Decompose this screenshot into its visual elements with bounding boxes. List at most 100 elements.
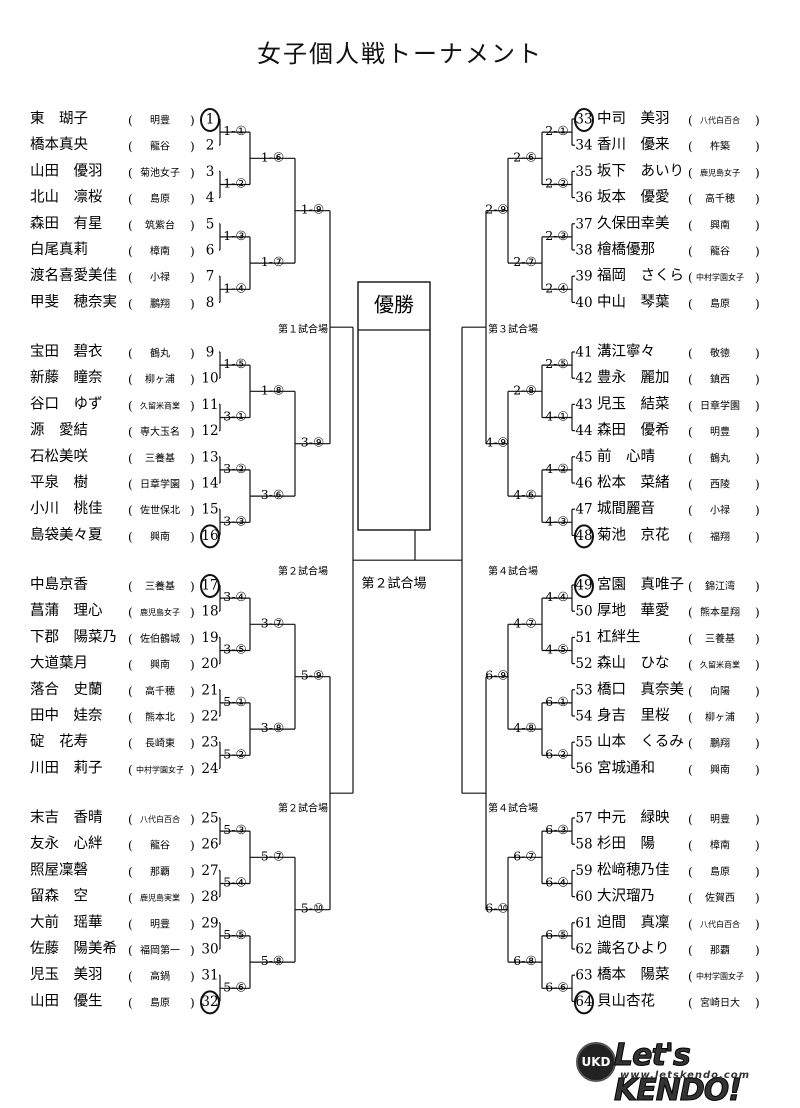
team-name: 熊本星翔 — [700, 606, 740, 619]
seed-number: 51 — [575, 630, 592, 646]
team-name: 龍谷 — [150, 140, 170, 153]
match-label-r1: 4-④ — [545, 589, 568, 604]
match-label-r3: 2-⑨ — [485, 202, 508, 217]
team-name: 宮崎日大 — [700, 996, 740, 1009]
paren-close: ) — [755, 245, 760, 259]
player-name: 橋本真央 — [30, 135, 88, 153]
seed-number: 35 — [575, 164, 592, 180]
seed-number: 1 — [206, 112, 215, 128]
player-name: 下郡 陽菜乃 — [30, 628, 117, 645]
logo-url: www.letskendo.com — [620, 1070, 751, 1081]
player-name: 落合 史蘭 — [30, 681, 103, 698]
match-label-r1: 2-④ — [545, 280, 568, 295]
player-name: 谷口 ゆず — [30, 395, 103, 412]
seed-number: 27 — [201, 863, 218, 879]
paren-open: ( — [688, 813, 693, 827]
match-label-r1: 1-⑤ — [223, 356, 246, 371]
player-name: 佐藤 陽美希 — [30, 940, 117, 957]
paren-close: ) — [190, 763, 195, 777]
player-name: 山本 くるみ — [597, 733, 684, 750]
paren-open: ( — [128, 606, 133, 620]
seed-number: 16 — [201, 528, 218, 544]
paren-open: ( — [688, 271, 693, 285]
paren-open: ( — [128, 478, 133, 492]
seed-number: 33 — [575, 112, 592, 128]
team-name: 佐賀西 — [705, 892, 735, 904]
player-name: 迫間 真凜 — [597, 913, 670, 931]
team-name: 樟南 — [150, 245, 170, 258]
seed-number: 21 — [201, 682, 218, 698]
paren-open: ( — [688, 839, 693, 853]
team-name: 日章学園 — [700, 399, 740, 412]
team-name: 明豊 — [710, 425, 730, 438]
paren-close: ) — [190, 891, 195, 905]
player-name: 身吉 里桜 — [597, 707, 670, 724]
match-label-r3: 3-⑨ — [301, 435, 324, 450]
match-label-r3: 4-⑨ — [485, 435, 508, 450]
paren-close: ) — [755, 373, 760, 387]
paren-open: ( — [128, 347, 133, 361]
player-name: 菖蒲 理心 — [30, 602, 103, 619]
match-label-r2: 1-⑥ — [261, 149, 284, 164]
match-label-r3: 6-⑩ — [485, 901, 508, 916]
seed-number: 49 — [575, 578, 592, 594]
team-name: 中村学園女子 — [696, 971, 744, 981]
match-label-r2: 4-⑦ — [513, 615, 536, 630]
seed-number: 63 — [575, 968, 592, 984]
match-label-r1: 6-⑥ — [545, 979, 568, 994]
team-name: 興南 — [150, 658, 170, 671]
player-name: 児玉 美羽 — [30, 966, 103, 983]
player-name: 福岡 さくら — [597, 267, 684, 284]
paren-open: ( — [128, 114, 133, 128]
team-name: 三養基 — [705, 632, 735, 645]
team-name: 島原 — [150, 996, 170, 1009]
paren-close: ) — [755, 839, 760, 853]
seed-number: 14 — [201, 476, 218, 492]
seed-number: 32 — [201, 994, 218, 1010]
seed-number: 13 — [201, 449, 218, 465]
team-name: 福翔 — [710, 530, 730, 543]
player-name: 島袋美々夏 — [30, 526, 103, 543]
player-name: 久保田幸美 — [597, 215, 670, 232]
paren-open: ( — [128, 425, 133, 439]
player-name: 田中 娃奈 — [30, 707, 103, 724]
team-name: 島原 — [150, 192, 170, 205]
paren-close: ) — [190, 478, 195, 492]
match-label-r1: 3-⑤ — [223, 642, 246, 657]
paren-close: ) — [190, 813, 195, 827]
match-label-r1: 4-⑤ — [545, 642, 568, 657]
paren-close: ) — [755, 944, 760, 958]
match-label-r3: 1-⑨ — [301, 202, 324, 217]
paren-close: ) — [755, 632, 760, 646]
player-name: 宮園 真唯子 — [597, 575, 684, 593]
match-label-r1: 1-④ — [223, 280, 246, 295]
team-name: 久留米商業 — [700, 660, 740, 670]
player-name: 豊永 麗加 — [597, 369, 670, 386]
player-name: 照屋凜磬 — [30, 861, 88, 878]
team-name: 柳ヶ浦 — [145, 373, 175, 386]
player-name: 渡名喜愛美佳 — [30, 267, 117, 284]
paren-open: ( — [128, 813, 133, 827]
paren-close: ) — [190, 451, 195, 465]
team-name: 鹿児島実業 — [140, 893, 180, 903]
paren-open: ( — [128, 218, 133, 232]
paren-close: ) — [190, 166, 195, 180]
paren-open: ( — [688, 451, 693, 465]
paren-open: ( — [688, 114, 693, 128]
team-name: 錦江湾 — [705, 580, 735, 593]
paren-close: ) — [755, 606, 760, 620]
seed-number: 40 — [575, 295, 592, 311]
paren-close: ) — [190, 140, 195, 154]
player-name: 碇 花寿 — [30, 733, 88, 750]
paren-open: ( — [128, 373, 133, 387]
player-name: 大前 瑶華 — [30, 914, 103, 931]
paren-close: ) — [190, 347, 195, 361]
team-name: 熊本北 — [145, 711, 175, 724]
paren-close: ) — [755, 658, 760, 672]
team-name: 鶴丸 — [150, 347, 170, 360]
team-name: 興南 — [710, 763, 730, 776]
paren-open: ( — [128, 504, 133, 518]
team-name: 小禄 — [150, 271, 170, 284]
paren-open: ( — [688, 737, 693, 751]
team-name: 小禄 — [710, 504, 730, 517]
